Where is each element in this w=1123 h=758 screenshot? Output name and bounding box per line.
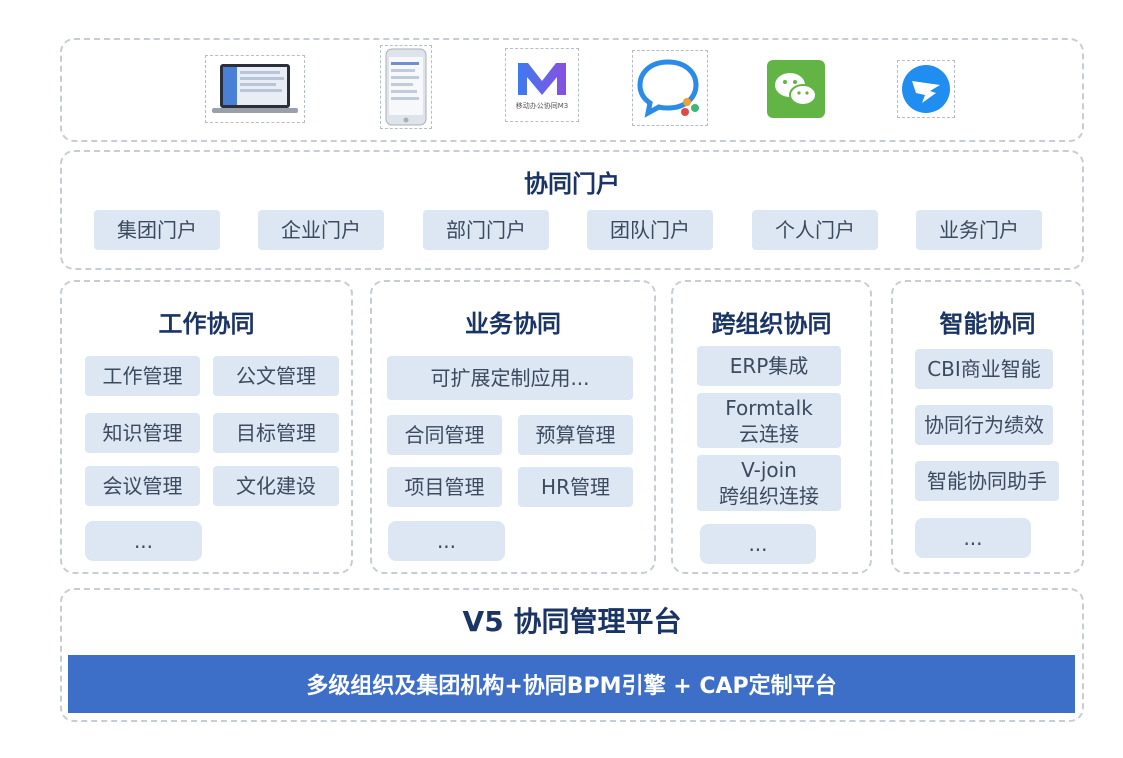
smart-item[interactable]: 协同行为绩效 (915, 405, 1053, 445)
cross-item[interactable]: V-join 跨组织连接 (697, 455, 841, 511)
portal-item-personal[interactable]: 个人门户 (752, 210, 878, 250)
cross-item[interactable]: Formtalk 云连接 (697, 393, 841, 448)
portal-panel (60, 150, 1084, 270)
portal-title: 协同门户 (524, 170, 620, 198)
business-item[interactable]: 项目管理 (387, 467, 502, 507)
cross-item[interactable]: ERP集成 (697, 346, 841, 386)
business-item[interactable]: HR管理 (518, 467, 633, 507)
smart-item-more[interactable]: ... (915, 518, 1031, 558)
work-item[interactable]: 文化建设 (213, 466, 339, 506)
cross-item-more[interactable]: ... (700, 524, 816, 564)
business-item[interactable]: 预算管理 (518, 415, 633, 455)
portal-item-enterprise[interactable]: 企业门户 (258, 210, 384, 250)
smart-panel (891, 280, 1084, 574)
work-item[interactable]: 目标管理 (213, 413, 339, 453)
portal-item-team[interactable]: 团队门户 (587, 210, 713, 250)
cross-panel (671, 280, 872, 574)
portal-item-department[interactable]: 部门门户 (423, 210, 549, 250)
smart-item[interactable]: CBI商业智能 (915, 349, 1053, 389)
smart-title: 智能协同 (939, 310, 1036, 338)
platform-title: V5 协同管理平台 (462, 605, 682, 638)
work-panel (60, 280, 353, 574)
portal-item-group[interactable]: 集团门户 (94, 210, 220, 250)
dingtalk-chat-icon (632, 50, 708, 126)
cross-title: 跨组织协同 (711, 310, 832, 338)
smart-item[interactable]: 智能协同助手 (915, 461, 1059, 501)
channels-panel (60, 38, 1084, 142)
phone-icon (380, 45, 432, 129)
work-item[interactable]: 会议管理 (85, 466, 200, 506)
m3-app-caption: 移动办公协同M3 (515, 102, 569, 110)
work-item[interactable]: 公文管理 (213, 356, 339, 396)
business-panel (370, 280, 656, 574)
platform-panel (60, 588, 1084, 722)
platform-bar: 多级组织及集团机构+协同BPM引擎 + CAP定制平台 (68, 655, 1075, 713)
business-item[interactable]: 合同管理 (387, 415, 502, 455)
m3-app-icon: 移动办公协同M3 (505, 48, 579, 122)
business-item-more[interactable]: ... (388, 521, 505, 561)
business-title: 业务协同 (465, 310, 561, 338)
laptop-icon (205, 55, 305, 123)
portal-item-business[interactable]: 业务门户 (916, 210, 1042, 250)
wechat-icon (767, 60, 825, 118)
work-item[interactable]: 知识管理 (85, 413, 200, 453)
work-item-more[interactable]: ... (85, 521, 202, 561)
work-item[interactable]: 工作管理 (85, 356, 200, 396)
business-wide-item[interactable]: 可扩展定制应用... (387, 356, 633, 400)
dingding-icon (897, 60, 955, 118)
work-title: 工作协同 (158, 310, 255, 338)
